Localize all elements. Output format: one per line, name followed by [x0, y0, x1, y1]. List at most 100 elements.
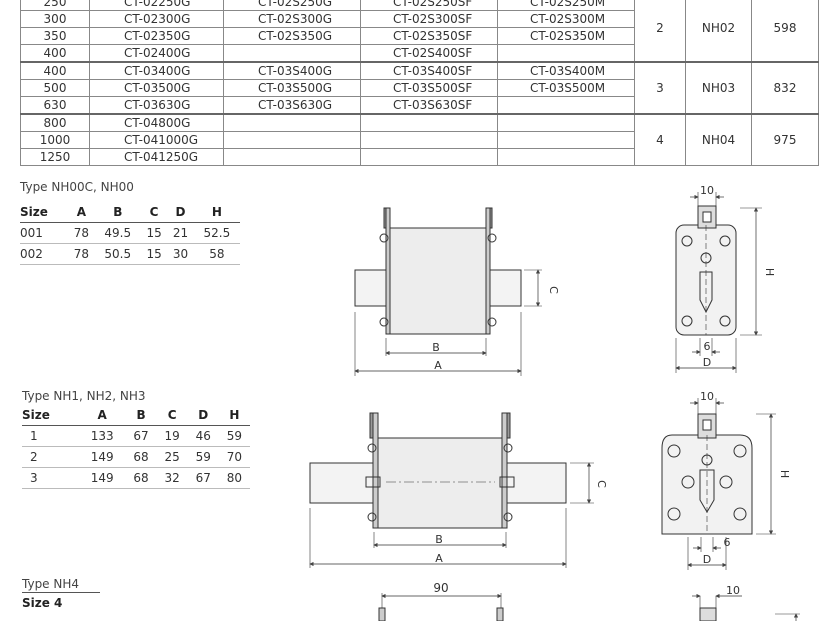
nh4-label-90: 90: [433, 581, 448, 595]
table-cell: 1000: [20, 131, 90, 149]
nh00-label-d: D: [703, 356, 711, 369]
nh4-label-10: 10: [726, 584, 740, 597]
nh00-label-10: 10: [700, 184, 714, 197]
nh4-title: Type NH4: [22, 577, 80, 591]
table-cell: 49.5: [94, 222, 141, 244]
nh123-label-a: A: [435, 552, 443, 565]
table-group-cell: 598: [751, 0, 819, 63]
table-cell: 1: [22, 425, 79, 447]
nh123-label-c: C: [595, 480, 608, 488]
table-cell: 133: [78, 425, 126, 447]
nh4-size-label: Size 4: [22, 596, 63, 610]
column-header: A: [68, 202, 95, 223]
table-group-cell: 4: [634, 113, 686, 166]
column-header: B: [94, 202, 141, 223]
table-cell: 78: [68, 243, 95, 265]
nh123-front-view: [661, 398, 776, 570]
table-cell: 500: [20, 79, 90, 97]
nh00-label-6: 6: [704, 340, 711, 353]
table-cell: 59: [218, 425, 250, 447]
table-group-cell: 3: [634, 61, 686, 115]
nh4-drawings: [378, 593, 800, 621]
table-cell: 15: [140, 222, 168, 244]
table-cell: CT-02S350SF: [360, 27, 498, 45]
table-cell: 1250: [20, 148, 90, 166]
table-cell: CT-02S350M: [497, 27, 635, 45]
column-header: D: [187, 405, 219, 426]
table-cell: 32: [156, 467, 188, 489]
nh123-label-10: 10: [700, 390, 714, 403]
table-cell: CT-02S300M: [497, 10, 635, 28]
column-header: H: [218, 405, 250, 426]
table-cell: 50.5: [94, 243, 141, 265]
nh123-label-b: B: [435, 533, 443, 546]
table-cell: 68: [125, 446, 157, 468]
column-header: D: [167, 202, 194, 223]
table-cell: CT-03500G: [89, 79, 224, 97]
table-cell: 15: [140, 243, 168, 265]
column-header: B: [125, 405, 157, 426]
table-cell: 52.5: [193, 222, 240, 244]
nh00-label-h: H: [763, 268, 776, 276]
table-cell: 149: [78, 467, 126, 489]
nh00-label-c: C: [547, 286, 560, 294]
table-cell: CT-041250G: [89, 148, 224, 166]
nh123-title: Type NH1, NH2, NH3: [22, 389, 146, 403]
table-cell: CT-03S500SF: [360, 79, 498, 97]
table-cell: CT-04800G: [89, 113, 224, 132]
table-cell: 30: [167, 243, 194, 265]
nh4-divider: [22, 592, 100, 593]
nh00-side-view: [354, 207, 542, 376]
table-cell: 67: [187, 467, 219, 489]
table-group-cell: NH04: [685, 113, 752, 166]
table-cell: 59: [187, 446, 219, 468]
nh123-side-view: [309, 412, 594, 568]
table-cell: CT-041000G: [89, 131, 224, 149]
table-cell: 2: [22, 446, 79, 468]
table-cell: CT-03630G: [89, 96, 224, 115]
nh00-front-view: [675, 192, 762, 373]
column-header: C: [140, 202, 168, 223]
table-cell: CT-03S500G: [223, 79, 361, 97]
table-cell: 78: [68, 222, 95, 244]
table-cell: CT-03S630G: [223, 96, 361, 115]
table-group-cell: 975: [751, 113, 819, 166]
table-cell: CT-03S400G: [223, 61, 361, 80]
table-cell: 3: [22, 467, 79, 489]
table-group-cell: 2: [634, 0, 686, 63]
nh123-label-h: H: [778, 470, 791, 478]
table-cell: 68: [125, 467, 157, 489]
table-group-cell: NH02: [685, 0, 752, 63]
table-cell: CT-02S350G: [223, 27, 361, 45]
nh00-label-a: A: [434, 359, 442, 372]
nh00-title: Type NH00C, NH00: [20, 180, 134, 194]
table-cell: 58: [193, 243, 240, 265]
table-cell: 400: [20, 61, 90, 80]
table-cell: 46: [187, 425, 219, 447]
table-cell: CT-02350G: [89, 27, 224, 45]
column-header: Size: [22, 405, 79, 426]
table-cell: CT-03S400M: [497, 61, 635, 80]
nh123-label-6: 6: [724, 536, 731, 549]
table-cell: 001: [20, 222, 69, 244]
table-cell: 002: [20, 243, 69, 265]
table-cell: 21: [167, 222, 194, 244]
table-cell: 25: [156, 446, 188, 468]
table-cell: CT-02S300G: [223, 10, 361, 28]
